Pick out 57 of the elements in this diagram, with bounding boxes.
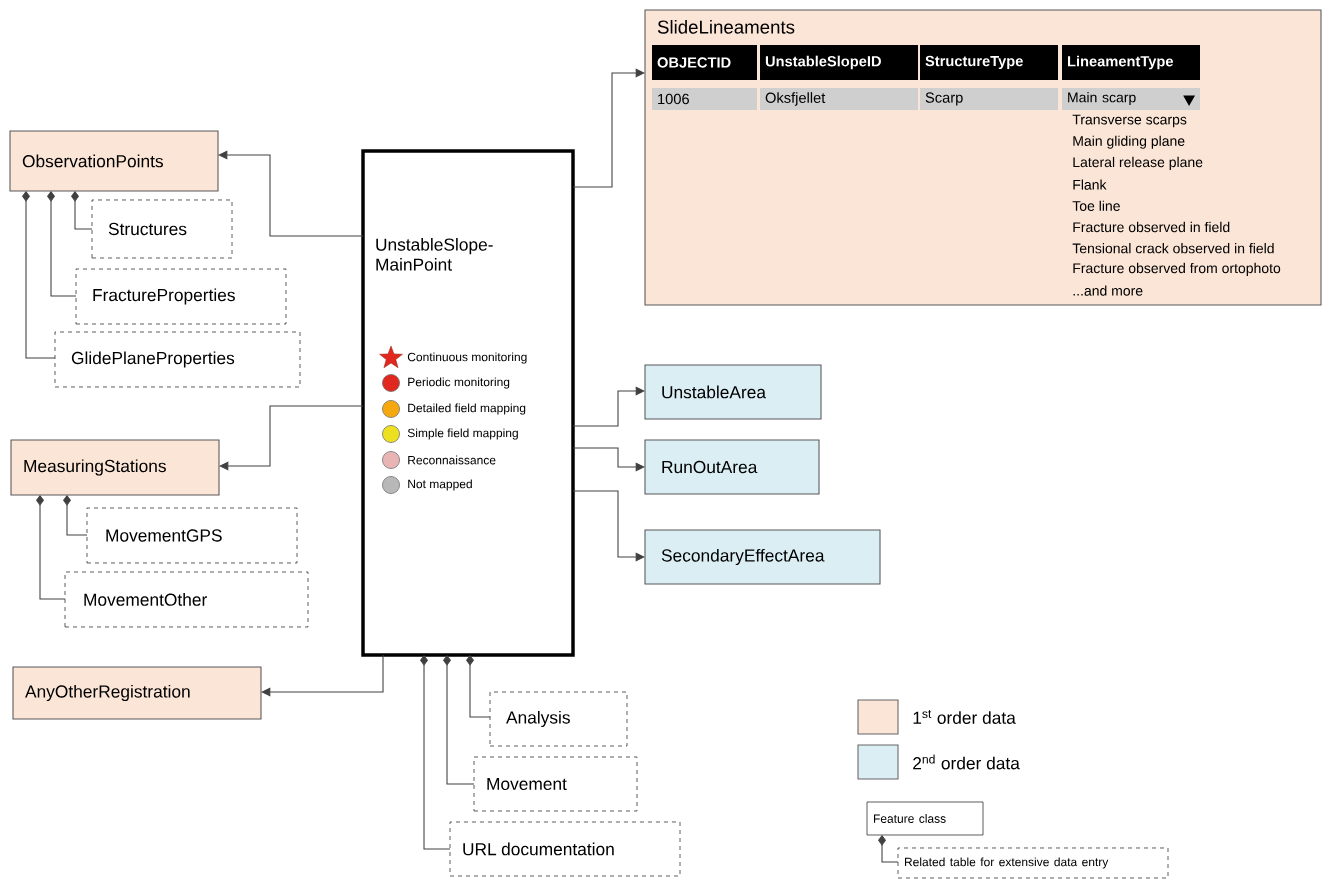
table-cell: 1006 (652, 88, 757, 110)
class-box: SecondaryEffectArea (644, 529, 881, 585)
class-box: RunOutArea (644, 439, 820, 495)
connector (71, 191, 93, 230)
connector (572, 490, 645, 562)
connector (219, 405, 364, 471)
connector (22, 191, 56, 359)
header-cell: StructureType (920, 45, 1058, 80)
dropdown-option: Flank (1073, 179, 1107, 190)
header-cell: OBJECTID (652, 45, 757, 80)
dropdown-option: ...and more (1073, 285, 1143, 296)
dropdown-option: Fracture observed from ortophoto (1073, 262, 1281, 276)
legend-label: Detailed field mapping (408, 403, 526, 415)
table-cell: Oksfjellet (760, 88, 918, 110)
connector (63, 495, 88, 536)
legend-label: Periodic monitoring (408, 377, 510, 389)
header-cell: UnstableSlopeID (760, 45, 918, 80)
legend-label: 2$^{nd}$ order data (913, 754, 1020, 770)
table-box: Analysis (489, 691, 628, 747)
dropdown-option: Main gliding plane (1073, 135, 1185, 149)
connector (572, 386, 645, 427)
connector (261, 654, 384, 697)
legend-label: Not mapped (408, 479, 472, 491)
table-cell: Scarp (920, 88, 1058, 110)
connector (47, 191, 77, 297)
dropdown-option: Lateral release plane (1073, 156, 1203, 170)
class-box: UnstableArea (644, 364, 822, 420)
connector (572, 68, 645, 188)
legend-label: Simple field mapping (407, 428, 518, 440)
legend-label: 1$^{st}$ order data (913, 710, 1016, 724)
connector (420, 655, 451, 850)
class-box: Feature class (866, 801, 984, 836)
table-box: MovementGPS (86, 507, 298, 564)
class-box: AnyOtherRegistration (12, 666, 262, 720)
connector (878, 835, 899, 863)
dropdown-option: Tensional crack observed in field (1072, 243, 1274, 254)
connector (36, 495, 66, 600)
table-box: MovementOther (64, 571, 309, 628)
header-cell: LineamentType (1062, 45, 1200, 80)
connector (572, 447, 645, 472)
table-box: URL documentation (449, 821, 681, 877)
class-box: MeasuringStations (10, 439, 220, 496)
dropdown-cell: Main scarp (1062, 88, 1200, 110)
table-box: GlidePlaneProperties (54, 331, 301, 388)
dropdown-option: Transverse scarps (1072, 114, 1187, 128)
table-box: Movement (473, 756, 638, 812)
table-box: Related table for extensive data entry (897, 847, 1169, 879)
table-box: Structures (91, 199, 233, 259)
legend-label: Reconnaissance (408, 455, 496, 465)
table-box: FractureProperties (75, 268, 287, 325)
dropdown-option: Toe line (1072, 200, 1120, 211)
class-box: ObservationPoints (9, 130, 219, 192)
dropdown-option: Fracture observed in field (1073, 221, 1230, 233)
connector (218, 150, 364, 237)
connector (466, 655, 491, 718)
connector (443, 655, 475, 785)
legend-label: Continuous monitoring (407, 352, 527, 364)
